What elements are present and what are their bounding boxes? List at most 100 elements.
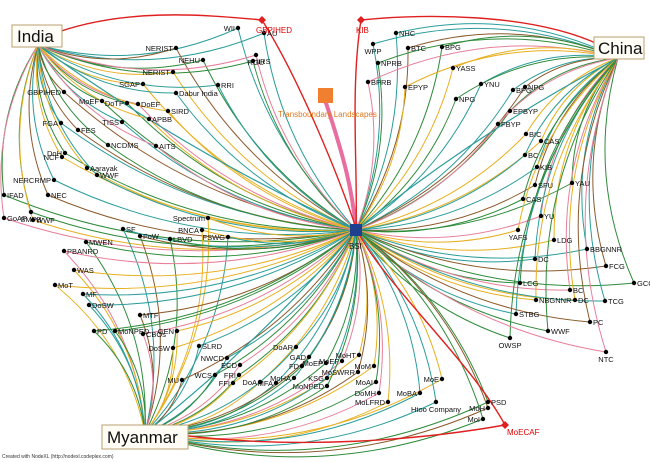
node-myanmar-16[interactable] (174, 328, 180, 334)
node-myanmar-2[interactable] (225, 234, 231, 240)
node-china-19[interactable] (569, 180, 575, 186)
node-china-16[interactable] (522, 152, 528, 158)
node-myanmar-43[interactable] (433, 399, 439, 405)
node-myanmar-10[interactable] (80, 291, 86, 297)
node-india-10[interactable] (61, 89, 67, 95)
region-india[interactable]: India (11, 24, 63, 48)
node-myanmar-9[interactable] (52, 282, 58, 288)
node-myanmar-44[interactable] (485, 405, 491, 411)
node-china-18[interactable] (532, 182, 538, 188)
node-india-9[interactable] (215, 82, 221, 88)
node-myanmar-29[interactable] (299, 363, 305, 369)
node-myanmar-23[interactable] (237, 362, 243, 368)
node-india-8[interactable] (173, 90, 179, 96)
node-india-1[interactable] (261, 30, 267, 36)
node-china-0[interactable] (393, 30, 399, 36)
node-china-9[interactable] (510, 87, 516, 93)
transboundary-node[interactable] (318, 88, 333, 103)
node-india-27[interactable] (1, 192, 7, 198)
node-china-13[interactable] (495, 121, 501, 127)
node-myanmar-34[interactable] (291, 375, 297, 381)
node-india-3[interactable] (200, 57, 206, 63)
node-myanmar-30[interactable] (323, 360, 329, 366)
node-india-14[interactable] (146, 116, 152, 122)
node-india-30[interactable] (30, 217, 36, 223)
node-myanmar-14[interactable] (112, 328, 118, 334)
node-myanmar-22[interactable] (236, 372, 242, 378)
node-india-28[interactable] (28, 209, 34, 215)
hub-node[interactable] (350, 224, 362, 236)
node-china-15[interactable] (538, 138, 544, 144)
node-myanmar-24[interactable] (230, 380, 236, 386)
node-india-23[interactable] (84, 165, 90, 171)
node-china-21[interactable] (538, 213, 544, 219)
node-myanmar-6[interactable] (83, 239, 89, 245)
node-india-19[interactable] (62, 150, 68, 156)
node-india-17[interactable] (58, 120, 64, 126)
node-china-20[interactable] (520, 196, 526, 202)
node-china-12[interactable] (507, 108, 513, 114)
node-myanmar-3[interactable] (120, 226, 126, 232)
node-china-29[interactable] (567, 287, 573, 293)
node-china-37[interactable] (603, 349, 609, 355)
node-china-11[interactable] (453, 96, 459, 102)
node-china-10[interactable] (522, 84, 528, 90)
region-china[interactable]: China (593, 36, 645, 60)
node-myanmar-38[interactable] (373, 379, 379, 385)
node-myanmar-19[interactable] (224, 355, 230, 361)
node-china-34[interactable] (587, 319, 593, 325)
node-myanmar-20[interactable] (179, 377, 185, 383)
node-myanmar-36[interactable] (355, 369, 361, 375)
node-myanmar-41[interactable] (385, 399, 391, 405)
node-china-30[interactable] (533, 297, 539, 303)
node-india-7[interactable] (140, 81, 146, 87)
node-myanmar-33[interactable] (371, 363, 377, 369)
node-myanmar-37[interactable] (324, 383, 330, 389)
node-india-0[interactable] (235, 25, 241, 31)
node-myanmar-13[interactable] (91, 328, 97, 334)
node-china-14[interactable] (523, 131, 529, 137)
node-india-13[interactable] (135, 101, 141, 107)
node-china-23[interactable] (551, 237, 557, 243)
node-myanmar-1[interactable] (199, 227, 205, 233)
node-myanmar-32[interactable] (356, 352, 362, 358)
node-myanmar-4[interactable] (137, 233, 143, 239)
node-india-2[interactable] (173, 45, 179, 51)
region-myanmar[interactable]: Myanmar (101, 424, 189, 450)
node-india-25[interactable] (51, 177, 57, 183)
node-india-5[interactable] (253, 52, 259, 58)
node-china-2[interactable] (405, 45, 411, 51)
node-china-27[interactable] (631, 280, 637, 286)
node-myanmar-7[interactable] (61, 248, 67, 254)
node-myanmar-27[interactable] (293, 344, 299, 350)
node-india-20[interactable] (105, 142, 111, 148)
node-myanmar-26[interactable] (273, 380, 279, 386)
node-myanmar-42[interactable] (417, 390, 423, 396)
node-china-33[interactable] (513, 311, 519, 317)
moecaf-node[interactable] (501, 421, 509, 429)
node-india-24[interactable] (94, 172, 100, 178)
node-china-25[interactable] (532, 256, 538, 262)
kib-node[interactable] (357, 16, 365, 24)
node-china-22[interactable] (515, 227, 521, 233)
node-china-26[interactable] (603, 263, 609, 269)
gbpihed-node[interactable] (258, 16, 266, 24)
node-china-4[interactable] (375, 60, 381, 66)
node-china-36[interactable] (507, 335, 513, 341)
node-india-22[interactable] (59, 154, 65, 160)
node-india-6[interactable] (170, 69, 176, 75)
node-india-18[interactable] (75, 127, 81, 133)
node-india-15[interactable] (165, 108, 171, 114)
node-china-3[interactable] (439, 44, 445, 50)
node-china-8[interactable] (478, 81, 484, 87)
node-china-5[interactable] (365, 79, 371, 85)
node-india-4[interactable] (250, 58, 256, 64)
node-india-21[interactable] (153, 143, 159, 149)
node-china-28[interactable] (517, 280, 523, 286)
node-myanmar-12[interactable] (137, 312, 143, 318)
node-india-29[interactable] (1, 215, 7, 221)
node-myanmar-39[interactable] (376, 390, 382, 396)
node-china-32[interactable] (602, 298, 608, 304)
node-myanmar-46[interactable] (480, 416, 486, 422)
node-china-1[interactable] (370, 41, 376, 47)
